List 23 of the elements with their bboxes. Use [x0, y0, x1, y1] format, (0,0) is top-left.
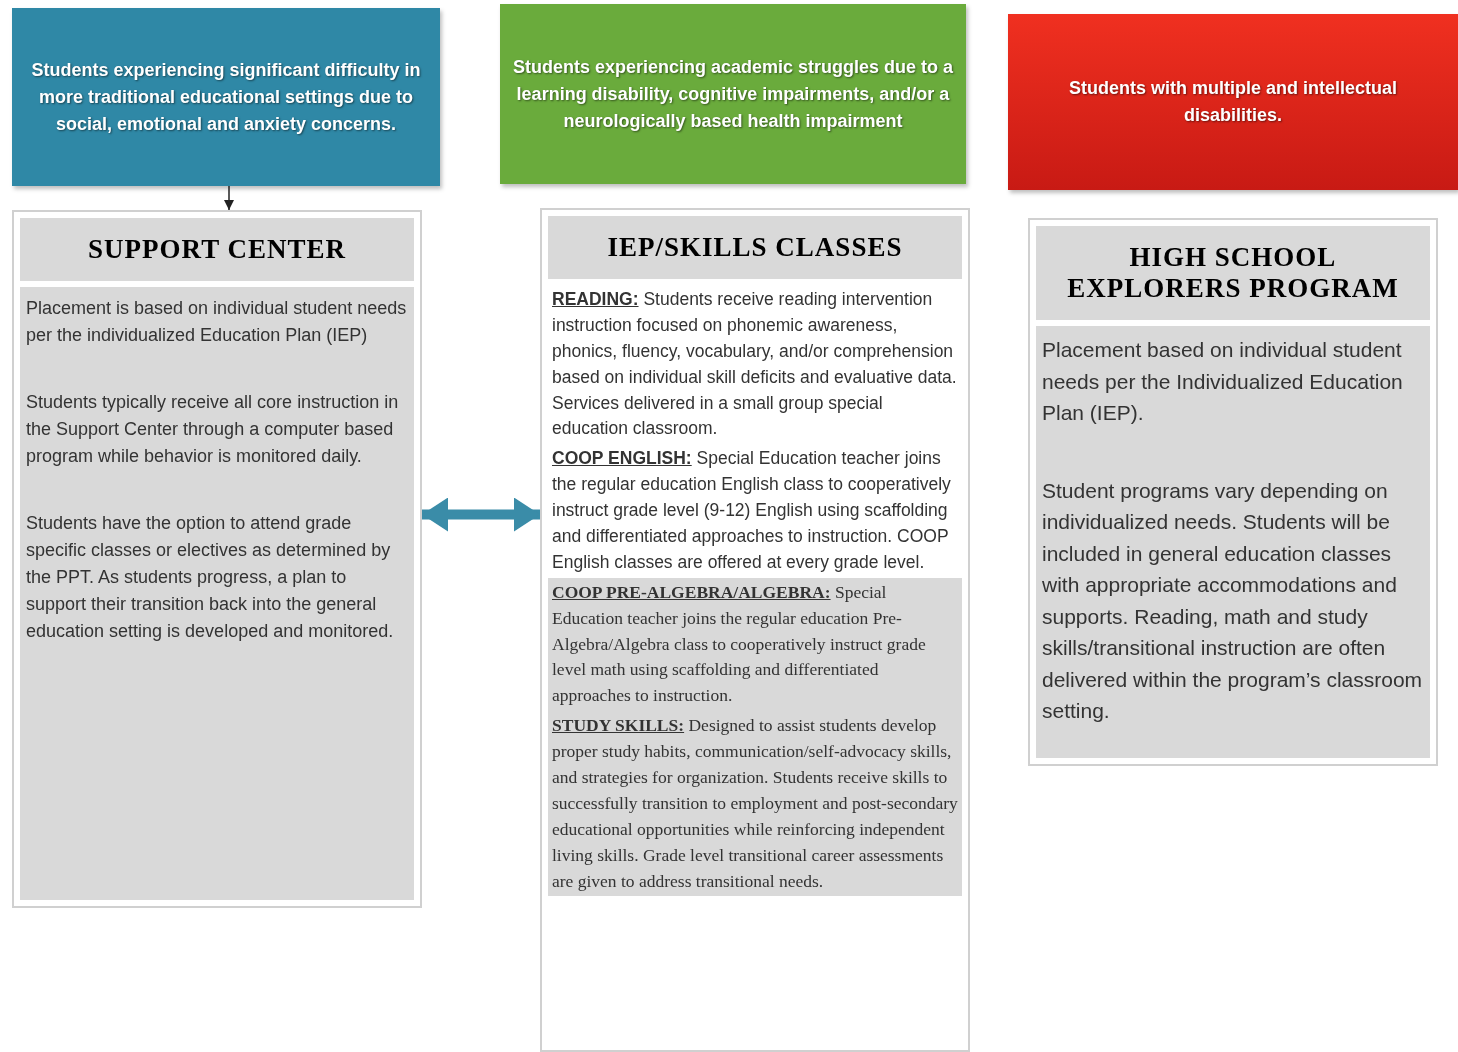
paragraph: Placement based on individual student needs per the Individualized Education Plan (IEP). — [1041, 337, 1404, 426]
paragraph: Students typically receive all core instruction in the Support Center through a computer based program while behavior is monitored daily. — [25, 391, 400, 468]
category-banner — [12, 8, 440, 186]
paragraph: COOP PRE-ALGEBRA/ALGEBRA: Special Education teacher joins the regular education Pre-Algebra/Algebra class to cooperatively instruct grade level math using scaffolding and differentiated approaches to instruction. — [548, 577, 962, 712]
arrow — [224, 185, 234, 211]
category-text: Students with multiple and intellectual disabilities. — [1068, 77, 1398, 127]
category-banner — [500, 4, 966, 184]
program-card — [12, 210, 422, 908]
category-text: Students experiencing academic struggles due to a learning disability, cognitive impairments, and/or a neurologically based health impairment — [512, 55, 954, 133]
section-heading: HIGH SCHOOL EXPLORERS PROGRAM — [1036, 226, 1430, 320]
paragraph: Placement is based on individual student needs per the individualized Education Plan (IEP) — [25, 297, 408, 347]
category-text: Students experiencing significant difficulty in more traditional educational settings due to social, emotional and anxiety concerns. — [30, 58, 422, 136]
paragraph: COOP ENGLISH: Special Education teacher joins the regular education English class to cooperatively instruct grade level (9-12) English using scaffolding and differentiated approaches to instruction. COOP English classes are offered at every grade level. — [551, 447, 952, 574]
paragraph: READING: Students receive reading intervention instruction focused on phonemic awareness, phonics, fluency, vocabulary, and/or comprehension based on individual skill deficits and evaluative data. Services delivered in a small group special education classroom. — [551, 288, 958, 441]
paragraph: Students have the option to attend grade specific classes or electives as determined by the PPT. As students progress, a plan to support their transition back into the general education setting is developed and monitored. — [25, 512, 395, 643]
category-banner — [1008, 14, 1458, 190]
paragraph: STUDY SKILLS: Designed to assist students develop proper study habits, communication/self-advocacy skills, and strategies for organization. Students receive skills to successfully transition to employment and post-secondary educational opportunities while reinforcing independent living skills. Grade level transitional career assessments are given to address transitional needs. — [548, 711, 962, 897]
program-card — [1028, 218, 1438, 766]
double-arrow — [422, 497, 540, 532]
section-heading: IEP/SKILLS CLASSES — [548, 216, 962, 279]
paragraph: Student programs vary depending on individualized needs. Students will be included in general education classes with appropriate accommodations and supports. Reading, math and study skills/transitional instruction are often delivered within the program’s classroom setting. — [1041, 477, 1424, 724]
section-heading: SUPPORT CENTER — [20, 218, 414, 281]
program-card — [540, 208, 970, 1052]
